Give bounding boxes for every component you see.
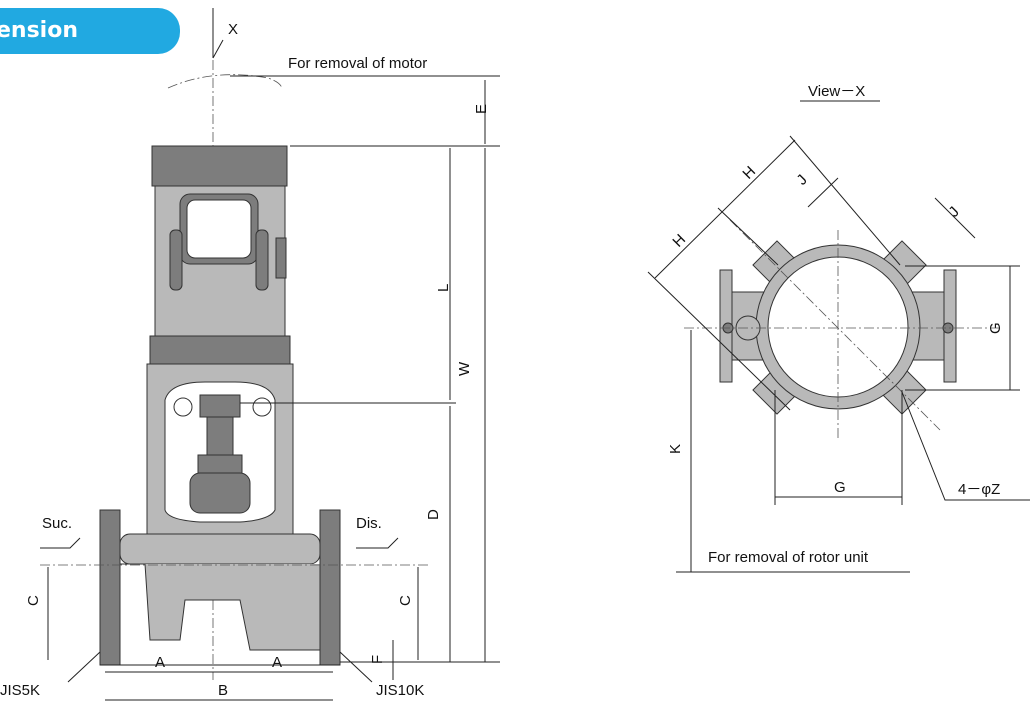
coupling [199,394,241,418]
dim-b: B [218,682,228,699]
dim-a-right: A [272,654,282,671]
dim-k: K [667,444,684,454]
discharge-label: Dis. [356,515,382,532]
dim-d: D [425,509,442,520]
motor-removal-note: For removal of motor [288,55,427,72]
motor-flange [149,335,291,365]
dim-h-ext-1 [647,271,791,411]
dim-j-line-1 [807,177,839,208]
dim-l: L [435,284,452,292]
dim-h-ext-2 [717,207,779,266]
pump-base [120,563,321,651]
dim-j-right: J [945,203,962,220]
volute [119,533,321,565]
jis10k-leader [339,651,373,683]
view-x-title: View－X [808,83,865,100]
view-x-marker: X [228,21,238,38]
discharge-arrow [356,537,399,549]
dim-g-vertical: G [987,322,1004,334]
flange-right-label: JIS10K [376,682,424,699]
rotor-removal-note: For removal of rotor unit [708,549,869,566]
bolt-leader [901,391,1030,501]
dim-h-line [654,139,796,279]
side-view: X For removal of motor Suc [0,8,500,701]
view-x-arrow [212,8,224,59]
view-x: View－X H H J J [647,83,1030,573]
discharge-flange [319,509,341,666]
suction-label: Suc. [42,515,72,532]
motor-fin-left [169,229,183,291]
suction-arrow [40,537,81,549]
seal-housing [197,454,243,474]
dim-c-right: C [397,595,414,606]
dim-j-line-2 [934,197,976,239]
motor-fin-right [255,229,269,291]
motor-side-plate [275,237,287,279]
bolt-note: 4－φZ [958,481,1000,498]
x-diag-1 [729,219,941,431]
dim-e: E [473,104,490,114]
dim-w: W [456,361,473,376]
motor-cap [151,145,288,187]
dim-f: F [369,655,386,664]
jis5k-leader [67,651,101,683]
section-title-tab: ension [0,8,180,54]
dim-g-horizontal: G [834,479,846,496]
flange-left-label: JIS5K [0,682,40,699]
dim-a-left: A [155,654,165,671]
dim-c-left: C [25,595,42,606]
suction-flange [99,509,121,666]
shaft [206,416,234,458]
motor-clearance-arc [167,74,283,89]
dim-h-upper: H [739,163,759,183]
dim-j-upper: J [793,171,810,188]
section-title: ension [0,18,78,43]
terminal-cover [186,199,252,259]
dim-h-ext-3 [789,135,901,266]
impeller-housing [189,472,251,514]
lifting-eye-right [252,397,272,417]
lifting-eye-left [173,397,193,417]
